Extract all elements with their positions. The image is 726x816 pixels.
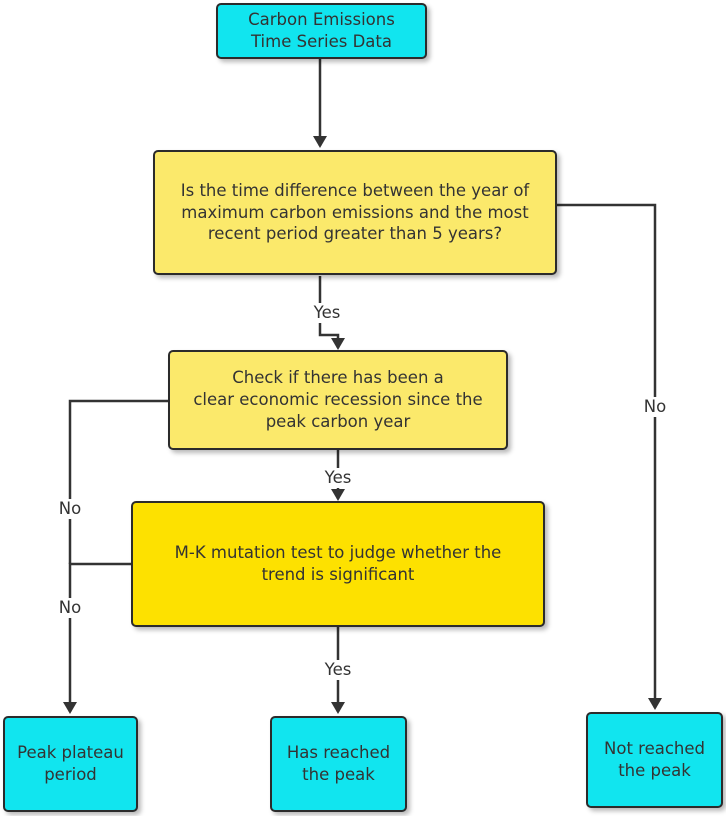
time-difference-decision: Is the time difference between the year … xyxy=(153,150,557,275)
mk-yes-label: Yes xyxy=(322,660,354,680)
reached-peak-label: Has reached the peak xyxy=(286,743,391,784)
recession-yes-label: Yes xyxy=(322,468,354,488)
not-reached-peak-node: Not reached the peak xyxy=(586,712,723,808)
edge-mk-no xyxy=(63,562,132,714)
not-reached-peak-label: Not reached the peak xyxy=(604,739,705,780)
peak-plateau-node: Peak plateau period xyxy=(3,716,138,812)
peak-plateau-label: Peak plateau period xyxy=(17,743,124,784)
time-difference-decision-label: Is the time difference between the year … xyxy=(180,180,530,244)
mk-no-label: No xyxy=(56,598,84,618)
start-node: Carbon Emissions Time Series Data xyxy=(216,3,427,59)
recession-check-node: Check if there has been a clear economic… xyxy=(168,350,508,450)
mk-test-node: M-K mutation test to judge whether the t… xyxy=(131,501,545,627)
recession-check-label: Check if there has been a clear economic… xyxy=(193,368,483,431)
reached-peak-node: Has reached the peak xyxy=(270,716,407,812)
recession-no-label: No xyxy=(56,499,84,519)
edge-decision-no xyxy=(557,203,662,710)
mk-test-label: M-K mutation test to judge whether the t… xyxy=(174,543,502,584)
decision-yes-label: Yes xyxy=(311,303,343,323)
decision-no-label: No xyxy=(641,397,669,417)
start-node-label: Carbon Emissions Time Series Data xyxy=(248,10,395,51)
